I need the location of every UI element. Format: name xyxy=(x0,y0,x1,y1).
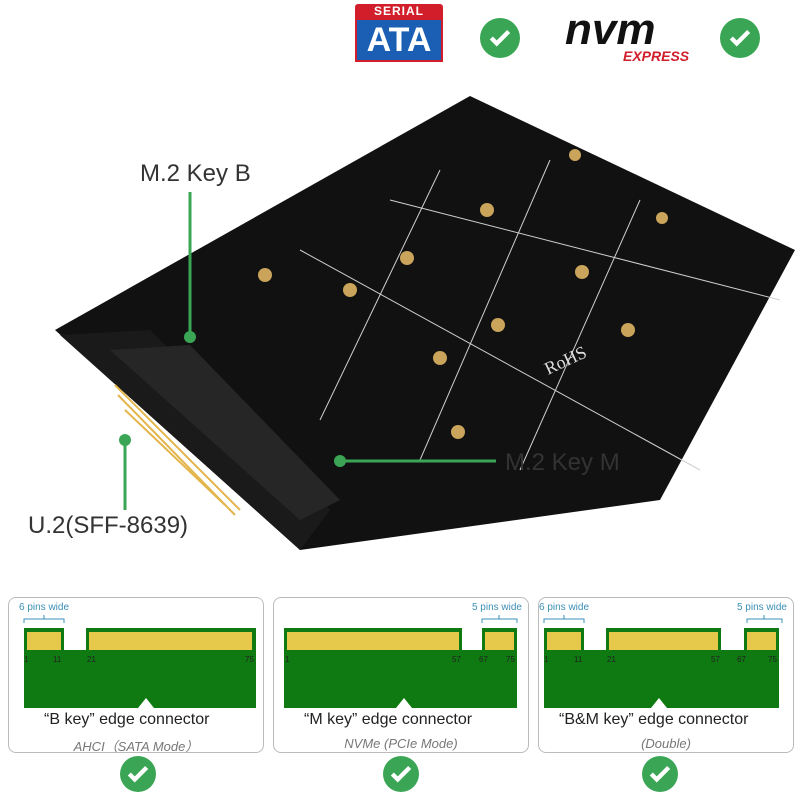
label-u2: U.2(SFF-8639) xyxy=(28,512,189,539)
caption: “B key” edge connector xyxy=(44,711,210,728)
svg-text:11: 11 xyxy=(53,655,62,664)
adapter-board-image: RoHS xyxy=(55,96,795,550)
check-icon xyxy=(480,18,520,58)
express-text: EXPRESS xyxy=(623,48,690,64)
svg-text:57: 57 xyxy=(711,655,720,664)
svg-text:21: 21 xyxy=(87,655,96,664)
svg-text:67: 67 xyxy=(737,655,746,664)
check-icon xyxy=(120,756,156,792)
pins-note: 5 pins wide xyxy=(736,602,787,613)
sata-logo-main: ATA xyxy=(355,18,443,62)
nvm-express-logo: nvm EXPRESS xyxy=(565,8,695,68)
svg-text:75: 75 xyxy=(506,655,515,664)
serial-ata-logo: SERIAL ATA xyxy=(355,4,443,62)
caption: “M key” edge connector xyxy=(304,711,473,728)
check-icon xyxy=(720,18,760,58)
mode-label: AHCI（SATA Mode） xyxy=(73,739,199,754)
svg-text:1: 1 xyxy=(24,655,29,664)
check-icon xyxy=(383,756,419,792)
caption: “B&M key” edge connector xyxy=(559,711,749,728)
svg-text:1: 1 xyxy=(285,655,290,664)
svg-text:21: 21 xyxy=(607,655,616,664)
label-key-m: M.2 Key M xyxy=(505,449,620,476)
panel-m-key: 5 pins wide 1 57 67 75 “M key” edge connect… xyxy=(273,597,529,753)
m-key-connector-diagram: 1 57 67 75 xyxy=(284,615,518,708)
label-key-b: M.2 Key B xyxy=(140,160,251,187)
mode-label: (Double) xyxy=(641,736,691,751)
pins-note: 5 pins wide xyxy=(471,602,522,613)
nvm-text: nvm xyxy=(565,5,656,54)
sata-logo-top: SERIAL xyxy=(355,4,443,18)
svg-text:57: 57 xyxy=(452,655,461,664)
svg-text:67: 67 xyxy=(479,655,488,664)
pins-note: 6 pins wide xyxy=(539,602,590,613)
svg-text:75: 75 xyxy=(245,655,254,664)
check-icon xyxy=(642,756,678,792)
pins-note: 6 pins wide xyxy=(19,602,70,613)
svg-text:1: 1 xyxy=(544,655,549,664)
svg-text:75: 75 xyxy=(768,655,777,664)
svg-text:11: 11 xyxy=(574,655,583,664)
mode-label: NVMe (PCIe Mode) xyxy=(344,736,458,751)
